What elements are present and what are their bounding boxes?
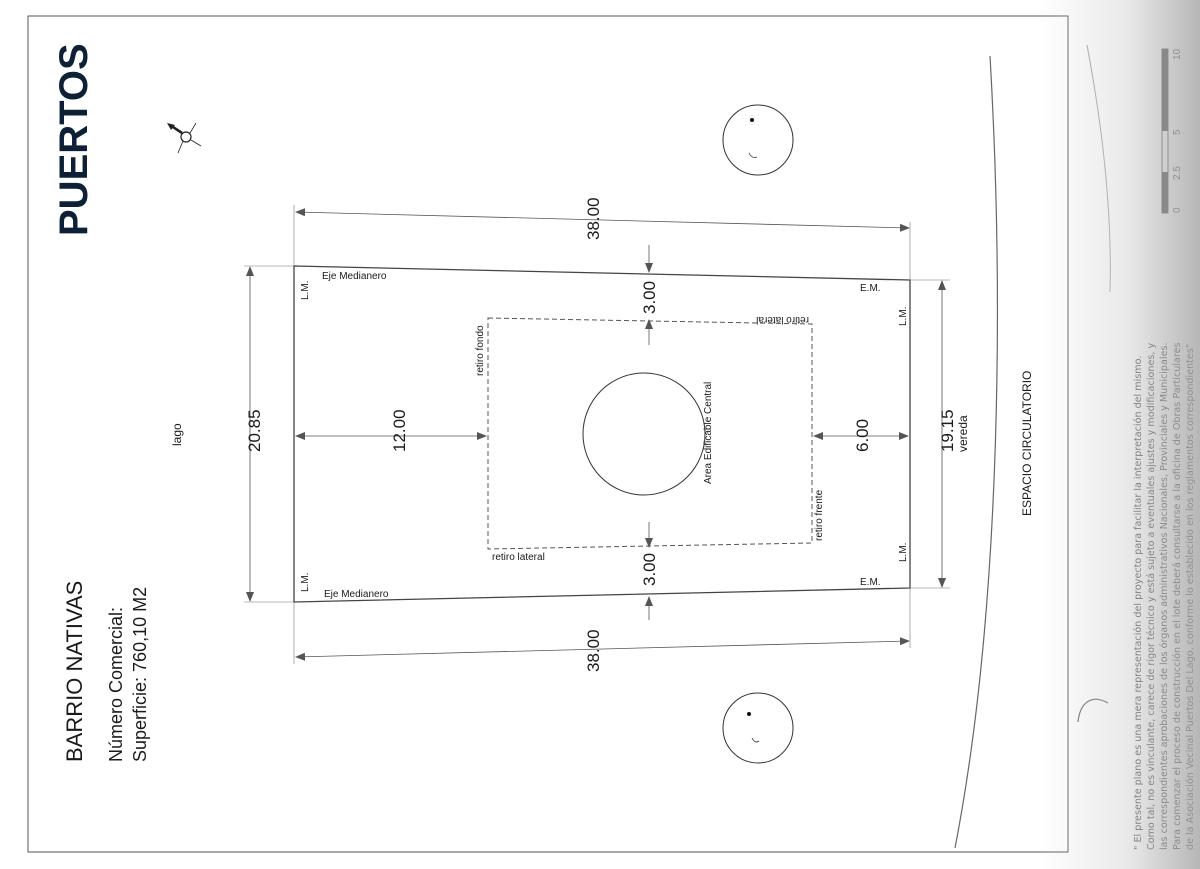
eje-medianero-bottom: Eje Medianero (324, 589, 389, 600)
espacio-circulatorio-label: ESPACIO CIRCULATORIO (1020, 371, 1034, 516)
scale-tick-2-5: 2.5 (1172, 166, 1183, 180)
disclaimer-line-4: Para comenzar el proceso de construcción… (1171, 343, 1183, 851)
lm-bottom-left: L.M. (300, 573, 311, 592)
em-bottom-right: E.M. (860, 577, 881, 588)
dim-lateral-bottom: 3.00 (640, 553, 659, 586)
scale-bar (1161, 48, 1169, 214)
lago-label: lago (170, 423, 184, 446)
dim-top: 38.00 (584, 197, 603, 240)
barrio-name: BARRIO NATIVAS (62, 581, 87, 762)
dim-right: 19.15 (938, 409, 957, 452)
retiro-frente-label: retiro frente (814, 489, 825, 541)
street-curve (954, 55, 998, 849)
dim-frente: 6.00 (853, 419, 872, 452)
dim-lateral-top: 3.00 (640, 281, 659, 314)
brand-title: PUERTOS (52, 43, 96, 236)
lm-top-right: L.M. (898, 307, 909, 326)
scale-tick-5: 5 (1172, 129, 1183, 135)
vereda-label: vereda (956, 415, 970, 452)
lm-bottom-right: L.M. (898, 543, 909, 562)
center-circle (582, 372, 706, 496)
buildable-area (487, 317, 813, 550)
tree-top (722, 104, 794, 176)
street-curve-right (1086, 44, 1111, 293)
area-edificable-label: Area Edificable Central (703, 382, 714, 484)
superficie: Superficie: 760,10 M2 (130, 587, 150, 762)
disclaimer-line-1: " El presente plano es una mera represen… (1132, 356, 1144, 850)
lot-outline (293, 265, 911, 603)
lm-top-left: L.M. (300, 281, 311, 300)
disclaimer-line-2: Como tal, no es vinculante, carece de ri… (1145, 343, 1157, 850)
eje-medianero-top: Eje Medianero (322, 271, 387, 282)
disclaimer-line-5: de la Asociación Vecinal Puertos Del Lag… (1184, 344, 1196, 850)
tree-bottom (722, 692, 794, 764)
street-hook (1077, 698, 1109, 723)
dim-bottom: 38.00 (584, 629, 603, 672)
retiro-lateral-top-label: retiro lateral (756, 314, 809, 325)
em-top-right: E.M. (860, 283, 881, 294)
retiro-lateral-bottom-label: retiro lateral (492, 552, 545, 563)
numero-comercial: Número Comercial: (106, 607, 126, 762)
scale-tick-0: 0 (1172, 207, 1183, 213)
scale-tick-10: 10 (1172, 48, 1183, 60)
dim-left: 20.85 (245, 409, 264, 452)
disclaimer-line-3: las correspondientes aprobaciones de los… (1158, 342, 1170, 850)
dim-fondo: 12.00 (390, 409, 409, 452)
retiro-fondo-label: retiro fondo (475, 325, 486, 376)
north-arrow-icon (167, 122, 202, 154)
